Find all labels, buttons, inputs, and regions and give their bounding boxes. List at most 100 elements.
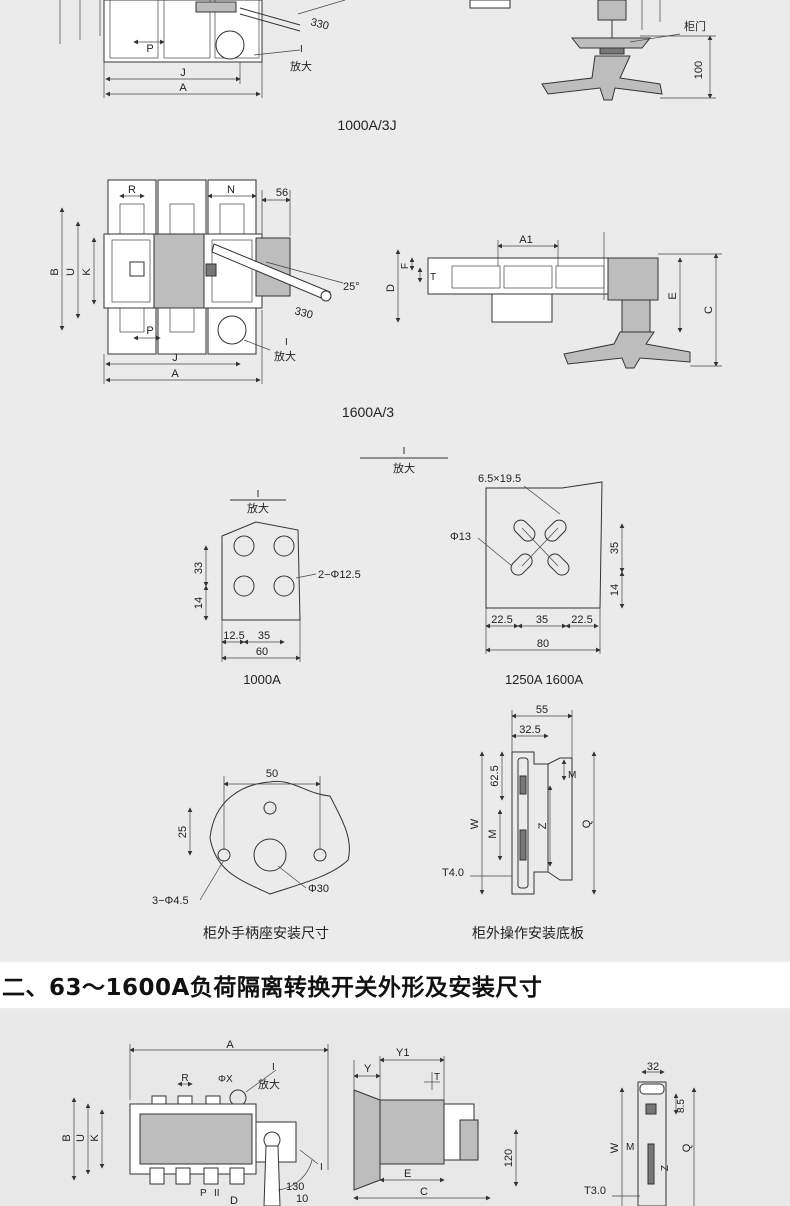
dim-33: 33 xyxy=(193,562,205,574)
base-plate-drawing: 55 32.5 62.5 M W M Z Q T4.0 柜外操作安装底板 xyxy=(442,704,597,941)
dim-p-bottom: P xyxy=(200,1188,207,1199)
dim-e-bottom: E xyxy=(404,1168,411,1180)
dim-80: 80 xyxy=(537,638,549,650)
drawing-load-isolation: A R ΦX I 放大 B U K P II D 130 10 I xyxy=(0,1012,790,1206)
zoom-1600: 放大 xyxy=(274,349,296,363)
cabinet-door-label: 柜门 xyxy=(684,19,706,33)
detail-header: I 放大 xyxy=(360,446,448,475)
dim-ii: II xyxy=(214,1188,220,1199)
caption-1600a-3: 1600A/3 xyxy=(342,404,394,420)
detail-1250a-1600a: 6.5×19.5 Φ13 35 14 22.5 35 22.5 80 1250A… xyxy=(450,473,625,687)
dim-8-5: 8.5 xyxy=(676,1099,687,1113)
dim-m: M xyxy=(487,829,499,838)
detail-1000a: I 放大 2−Φ12.5 33 14 12.5 35 60 1000A xyxy=(193,489,361,687)
dim-y1: Y1 xyxy=(396,1047,409,1059)
dim-b: B xyxy=(49,268,61,275)
dim-n: N xyxy=(227,184,235,196)
dim-130: 130 xyxy=(286,1181,304,1193)
dim-12-5: 12.5 xyxy=(223,630,244,642)
caption-handle-seat: 柜外手柄座安装尺寸 xyxy=(203,925,329,941)
dim-32: 32 xyxy=(647,1061,659,1073)
dim-k: K xyxy=(81,268,93,276)
dim-phi13: Φ13 xyxy=(450,531,471,543)
detail-mark: I xyxy=(403,446,406,457)
dim-a1: A1 xyxy=(519,234,532,246)
handle-hub-1600 xyxy=(217,315,247,345)
dim-62-5: 62.5 xyxy=(489,765,501,786)
detail-zoom: 放大 xyxy=(393,461,415,475)
dim-r-bottom: R xyxy=(181,1073,188,1084)
dim-b-bottom: B xyxy=(61,1134,73,1141)
dim-k-bottom: K xyxy=(89,1134,101,1142)
dim-r: R xyxy=(128,184,136,196)
handle-hub xyxy=(215,30,245,60)
dim-p: P xyxy=(146,43,153,55)
dim-i-bottom: I xyxy=(272,1062,275,1073)
dim-p-1600: P xyxy=(146,325,153,337)
dim-56: 56 xyxy=(276,187,288,199)
dim-u: U xyxy=(65,268,77,276)
dim-t: T xyxy=(430,272,436,283)
dim-slot: 6.5×19.5 xyxy=(478,473,521,485)
dim-55: 55 xyxy=(536,704,548,716)
dim-u-bottom: U xyxy=(75,1134,87,1142)
caption-1000a: 1000A xyxy=(243,672,281,687)
dim-22-5-a: 22.5 xyxy=(491,614,512,626)
dim-50: 50 xyxy=(266,768,278,780)
dim-t-bottom: T xyxy=(434,1072,440,1083)
dim-j: J xyxy=(180,67,186,79)
dim-t4: T4.0 xyxy=(442,867,464,879)
dim-t3: T3.0 xyxy=(584,1185,606,1197)
dim-35-h: 35 xyxy=(536,614,548,626)
drawing-1600a-3: R N 56 25° 330 P I 放大 B xyxy=(49,179,722,420)
dim-c-bottom: C xyxy=(420,1186,428,1198)
dim-z: Z xyxy=(537,822,549,829)
zoom-label: 放大 xyxy=(290,59,312,73)
dim-25: 25 xyxy=(177,826,189,838)
dim-35-v: 35 xyxy=(609,542,621,554)
dim-330: 330 xyxy=(309,16,330,32)
dim-y: Y xyxy=(364,1063,372,1075)
dim-3-phi4-5: 3−Φ4.5 xyxy=(152,895,189,907)
dim-35: 35 xyxy=(258,630,270,642)
dim-a: A xyxy=(179,82,187,94)
dim-i-bottom-2: I xyxy=(320,1162,323,1173)
dim-i: I xyxy=(300,44,303,55)
detail1000-mark: I xyxy=(257,489,260,500)
dim-e: E xyxy=(667,292,679,299)
dim-w: W xyxy=(469,818,481,829)
dim-z-bottom: Z xyxy=(660,1165,671,1171)
dim-d-bottom: D xyxy=(230,1195,238,1206)
dim-m-bottom: M xyxy=(626,1142,634,1153)
caption-1250a-1600a: 1250A 1600A xyxy=(505,672,583,687)
dim-60: 60 xyxy=(256,646,268,658)
section-title: 二、63～1600A负荷隔离转换开关外形及安装尺寸 xyxy=(2,975,543,1001)
dim-a-bottom: A xyxy=(226,1039,234,1051)
caption-base-plate: 柜外操作安装底板 xyxy=(472,925,584,941)
dim-angle: 25° xyxy=(343,281,360,293)
dim-d: D xyxy=(385,284,397,292)
dim-q: Q xyxy=(581,819,593,828)
zoom-bottom: 放大 xyxy=(258,1077,280,1091)
dim-phix: ΦX xyxy=(218,1074,233,1085)
dim-j-1600: J xyxy=(172,352,178,364)
detail1000-zoom: 放大 xyxy=(247,501,269,515)
dim-i-1600: I xyxy=(285,337,288,348)
dim-q-bottom: Q xyxy=(681,1143,693,1152)
dim-32-5: 32.5 xyxy=(519,724,540,736)
dim-100: 100 xyxy=(693,61,705,79)
caption-1000a-3j: 1000A/3J xyxy=(337,117,396,133)
dim-a-1600: A xyxy=(171,368,179,380)
dim-120: 120 xyxy=(503,1149,515,1167)
dim-c: C xyxy=(703,306,715,314)
dim-330-1600: 330 xyxy=(293,305,314,321)
dim-f: F xyxy=(400,263,411,269)
dim-w-bottom: W xyxy=(609,1142,621,1153)
section-title-band xyxy=(0,962,790,1008)
dim-holes-2-12-5: 2−Φ12.5 xyxy=(318,569,361,581)
dim-m-top: M xyxy=(568,770,576,781)
dim-14: 14 xyxy=(193,597,205,609)
dim-10: 10 xyxy=(296,1193,308,1205)
dim-14-v: 14 xyxy=(609,584,621,596)
